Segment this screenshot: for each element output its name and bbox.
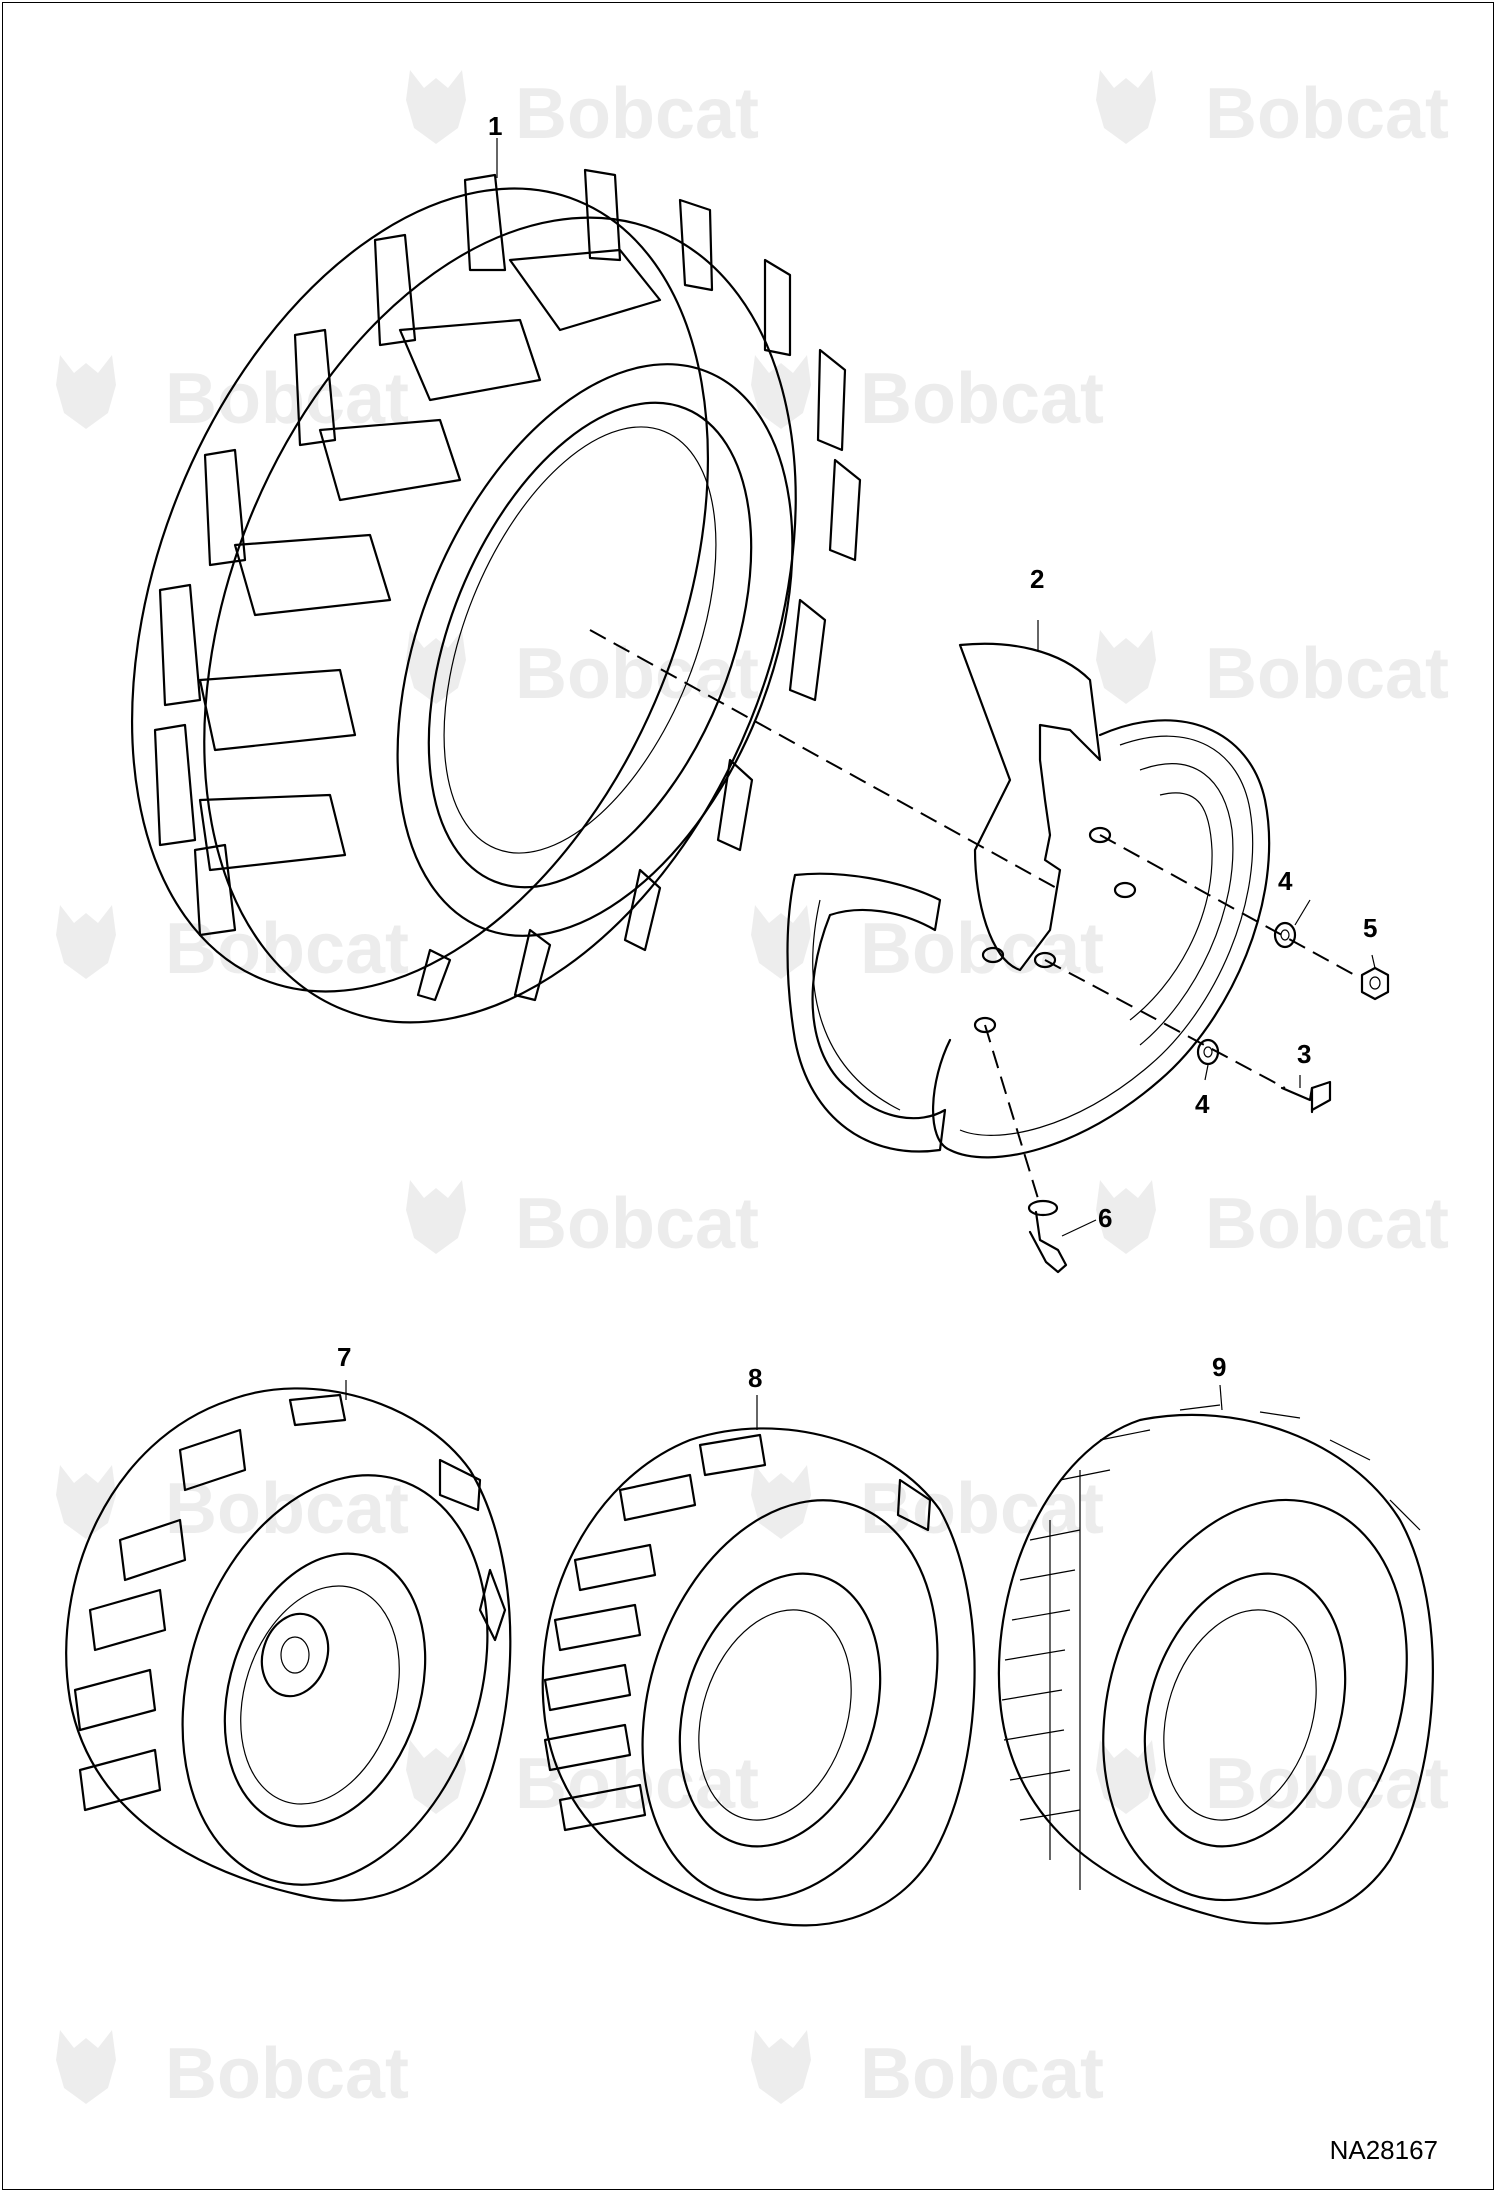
watermark: Bobcat: [1096, 1740, 1449, 1824]
bobcat-logo-icon: [751, 905, 811, 979]
bobcat-logo-icon: [56, 2030, 116, 2104]
watermark-text: Bobcat: [515, 1184, 759, 1264]
bobcat-logo-icon: [406, 1180, 466, 1254]
tread-blocks: [1001, 1404, 1421, 1890]
watermark: Bobcat: [1096, 1180, 1449, 1264]
watermark: Bobcat: [56, 2030, 409, 2114]
tire-assembly-8: [541, 1427, 976, 1927]
watermark-text: Bobcat: [860, 2034, 1104, 2114]
rim-bolt-hole: [1088, 826, 1112, 844]
callout-6: 6: [1098, 1203, 1112, 1233]
watermark: Bobcat: [751, 1465, 1104, 1549]
watermark-text: Bobcat: [515, 74, 759, 154]
tread-lugs: [153, 168, 862, 1002]
assembly-lines: [589, 629, 1361, 1206]
watermark-text: Bobcat: [1205, 1184, 1449, 1264]
watermark-layer: Bobcat Bobcat Bobcat Bobcat Bobcat Bobca…: [56, 70, 1449, 2114]
bobcat-logo-icon: [406, 630, 466, 704]
watermark-text: Bobcat: [165, 2034, 409, 2114]
watermark-text: Bobcat: [165, 1469, 409, 1549]
rim-bolt-hole: [1113, 881, 1137, 899]
watermark: Bobcat: [1096, 70, 1449, 154]
callout-7: 7: [337, 1342, 351, 1372]
callout-8: 8: [748, 1363, 762, 1393]
bobcat-logo-icon: [751, 2030, 811, 2104]
watermark-text: Bobcat: [1205, 1744, 1449, 1824]
watermark-text: Bobcat: [860, 1469, 1104, 1549]
callout-9: 9: [1212, 1352, 1226, 1382]
rim-valve-hole: [973, 1016, 997, 1034]
watermark: Bobcat: [406, 630, 759, 714]
callout-4-lower: 4: [1195, 1089, 1210, 1119]
watermark: Bobcat: [751, 905, 1104, 989]
callout-4-upper: 4: [1278, 866, 1293, 896]
callout-5: 5: [1363, 913, 1377, 943]
rim-bolt-hole: [981, 946, 1005, 964]
nut: [1360, 966, 1390, 1001]
valve-stem: [1027, 1199, 1068, 1274]
rim-bolt-hole: [1033, 951, 1057, 969]
callout-3: 3: [1297, 1039, 1311, 1069]
tire-assembly-9: [997, 1404, 1434, 1925]
bobcat-logo-icon: [56, 905, 116, 979]
watermark: Bobcat: [56, 1465, 409, 1549]
bobcat-logo-icon: [1096, 70, 1156, 144]
callout-1: 1: [488, 111, 502, 141]
callout-2: 2: [1030, 564, 1044, 594]
watermark-text: Bobcat: [515, 634, 759, 714]
washer: [1273, 921, 1297, 949]
watermark-text: Bobcat: [1205, 74, 1449, 154]
watermark: Bobcat: [406, 70, 759, 154]
watermark-text: Bobcat: [165, 909, 409, 989]
watermark-text: Bobcat: [860, 359, 1104, 439]
bobcat-logo-icon: [406, 1740, 466, 1814]
watermark: Bobcat: [751, 355, 1104, 439]
tread-lugs: [73, 1393, 507, 1812]
leader-lines: [345, 138, 1376, 1430]
wheel-rim: [786, 642, 1271, 1159]
watermark: Bobcat: [751, 2030, 1104, 2114]
callout-layer: 1 2 3 4 4 5 6 7 8 9: [337, 111, 1377, 1393]
tire-large: [131, 168, 862, 1024]
bobcat-logo-icon: [1096, 630, 1156, 704]
tread-lugs: [543, 1433, 932, 1832]
watermark: Bobcat: [406, 1180, 759, 1264]
watermark-text: Bobcat: [165, 359, 409, 439]
watermark: Bobcat: [406, 1740, 759, 1824]
bobcat-logo-icon: [406, 70, 466, 144]
watermark: Bobcat: [56, 905, 409, 989]
bolt: [1280, 1080, 1332, 1114]
watermark: Bobcat: [1096, 630, 1449, 714]
figure-id: NA28167: [1329, 2135, 1438, 2165]
watermark-text: Bobcat: [1205, 634, 1449, 714]
watermark-text: Bobcat: [515, 1744, 759, 1824]
bobcat-logo-icon: [56, 355, 116, 429]
tire-assembly-7: [65, 1387, 512, 1902]
watermark-text: Bobcat: [860, 909, 1104, 989]
